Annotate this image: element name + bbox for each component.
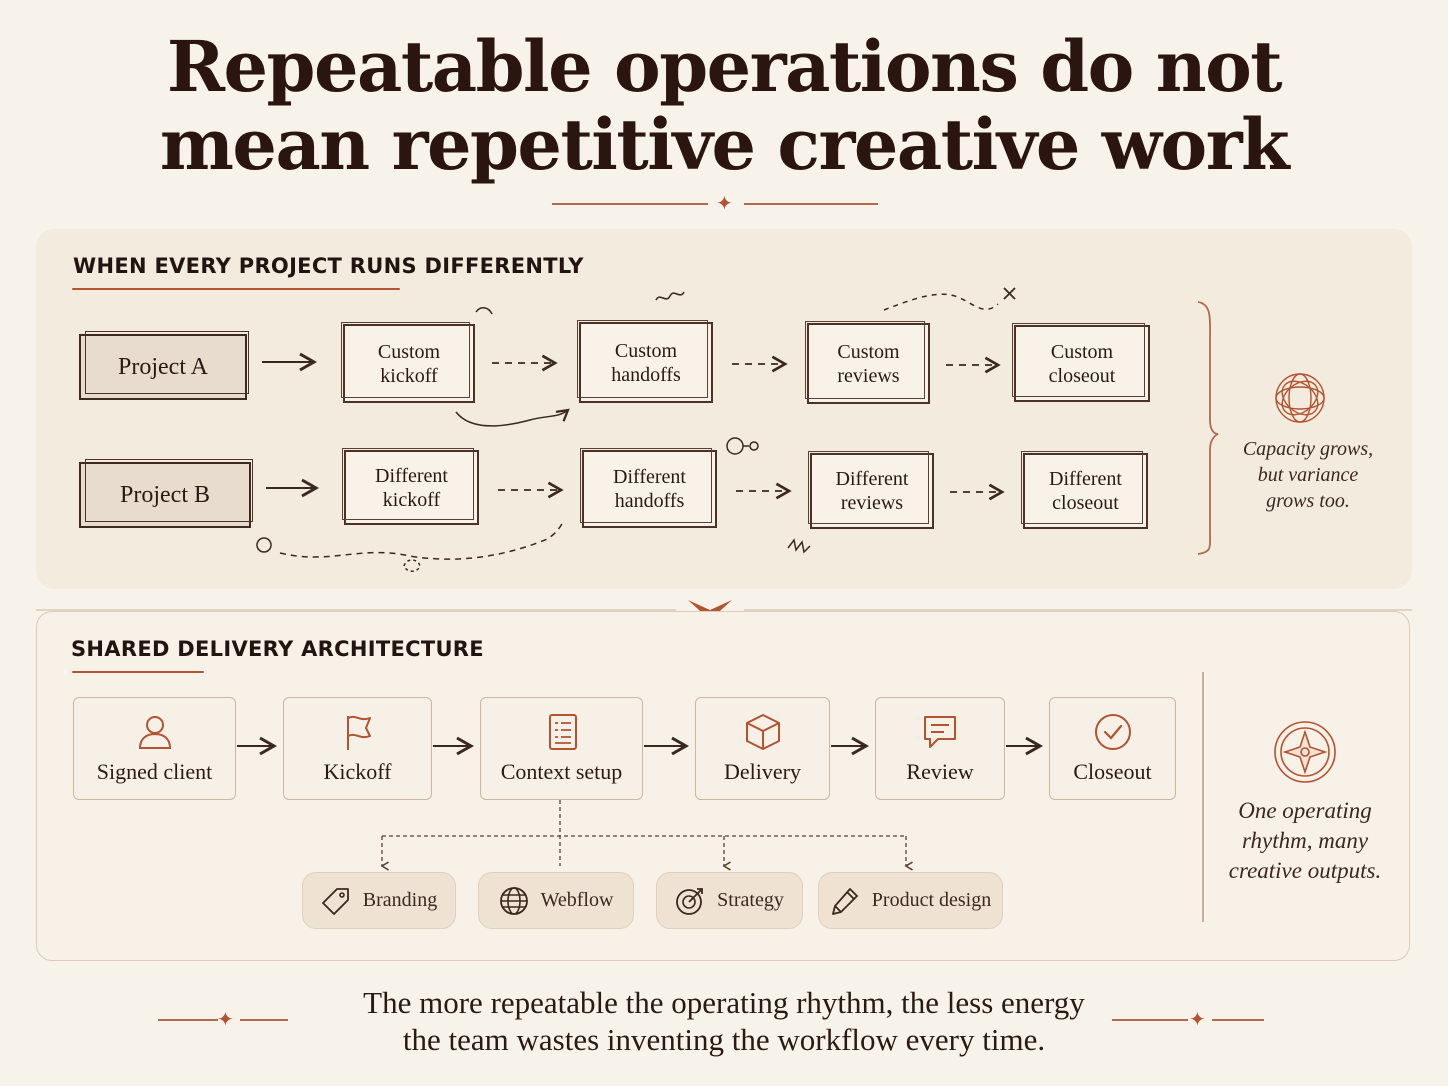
footer-divider-right-a — [1112, 1019, 1188, 1021]
step-kickoff: Kickoff — [283, 697, 432, 800]
pen-icon — [831, 887, 858, 915]
chat-icon — [924, 716, 956, 748]
step-signed-client: Signed client — [73, 697, 236, 800]
step-closeout-label: Closeout — [1073, 759, 1152, 784]
project-b-label: Project B — [120, 481, 210, 508]
footer-line-1: The more repeatable the operating rhythm… — [363, 985, 1085, 1020]
output-branding: Branding — [302, 872, 456, 929]
step-a-3: Custom reviews — [805, 321, 930, 404]
variance-note-line-1: Capacity grows, — [1242, 438, 1374, 460]
output-product-design: Product design — [818, 872, 1003, 929]
title-line-1: Repeatable operations do not — [166, 25, 1283, 108]
tag-icon — [321, 887, 349, 915]
check-circle-icon — [1094, 714, 1131, 750]
output-strategy: Strategy — [656, 872, 803, 929]
output-strategy-label: Strategy — [717, 889, 784, 911]
step-b-4-label: Different closeout — [1049, 468, 1122, 514]
step-context-setup: Context setup — [480, 697, 643, 800]
step-b-3-label: Different reviews — [835, 468, 909, 514]
footer-quote: The more repeatable the operating rhythm… — [0, 984, 1448, 1058]
step-b-2-label: Different handoffs — [613, 466, 686, 512]
document-icon — [548, 714, 577, 750]
project-b-card: Project B — [79, 459, 253, 528]
step-delivery: Delivery — [695, 697, 830, 800]
step-b-3: Different reviews — [808, 451, 934, 529]
step-b-1-label: Different kickoff — [375, 464, 448, 511]
output-webflow: Webflow — [478, 872, 634, 929]
output-product-design-label: Product design — [871, 889, 992, 911]
rhythm-note-line-1: One operating — [1238, 798, 1372, 823]
rhythm-note-line-3: creative outputs. — [1228, 858, 1382, 883]
step-a-2-label: Custom handoffs — [611, 339, 681, 386]
step-kickoff-label: Kickoff — [323, 759, 392, 784]
title-divider-right — [744, 203, 878, 205]
step-a-3-label: Custom reviews — [837, 340, 900, 387]
step-b-1: Different kickoff — [342, 448, 479, 525]
rhythm-note: One operating rhythm, many creative outp… — [1210, 796, 1400, 886]
varied-projects-panel — [36, 229, 1412, 589]
varied-section-heading: WHEN EVERY PROJECT RUNS DIFFERENTLY — [73, 254, 584, 278]
step-b-2: Different handoffs — [580, 448, 717, 528]
target-icon — [676, 887, 704, 915]
flag-icon — [346, 715, 371, 750]
step-signed-client-label: Signed client — [96, 759, 213, 784]
shared-heading-underline — [72, 671, 204, 673]
rhythm-note-line-2: rhythm, many — [1241, 828, 1369, 853]
step-b-4: Different closeout — [1021, 451, 1148, 529]
cube-icon — [745, 714, 780, 750]
sparkle-icon: ✦ — [217, 1009, 234, 1031]
step-review-label: Review — [906, 759, 974, 784]
footer-divider-left-a — [158, 1019, 218, 1021]
person-icon — [138, 716, 171, 749]
output-webflow-label: Webflow — [540, 889, 614, 911]
project-a-card: Project A — [79, 331, 249, 400]
footer-divider-left-b — [240, 1019, 288, 1021]
varied-heading-underline — [72, 288, 400, 290]
project-a-label: Project A — [118, 353, 208, 380]
step-context-setup-label: Context setup — [500, 759, 623, 784]
step-a-4: Custom closeout — [1012, 323, 1150, 402]
title-line-2: mean repetitive creative work — [159, 103, 1290, 186]
variance-note-line-2: but variance — [1257, 464, 1359, 486]
step-a-4-label: Custom closeout — [1048, 340, 1116, 387]
step-a-1: Custom kickoff — [341, 322, 475, 403]
step-a-1-label: Custom kickoff — [377, 340, 441, 387]
step-a-2: Custom handoffs — [577, 320, 713, 403]
variance-note-line-3: grows too. — [1266, 490, 1350, 512]
step-delivery-label: Delivery — [724, 759, 801, 784]
output-branding-label: Branding — [362, 889, 438, 911]
page-title: Repeatable operations do not mean repeti… — [0, 28, 1448, 184]
title-divider-left — [552, 203, 708, 205]
sparkle-icon: ✦ — [1189, 1009, 1206, 1031]
globe-icon — [499, 886, 528, 915]
step-review: Review — [875, 697, 1005, 800]
shared-section-heading: SHARED DELIVERY ARCHITECTURE — [71, 637, 484, 661]
footer-divider-right-b — [1212, 1019, 1264, 1021]
step-closeout: Closeout — [1049, 697, 1176, 800]
footer-line-2: the team wastes inventing the workflow e… — [402, 1022, 1046, 1057]
variance-note: Capacity grows, but variance grows too. — [1218, 436, 1398, 514]
sparkle-icon: ✦ — [716, 193, 733, 215]
